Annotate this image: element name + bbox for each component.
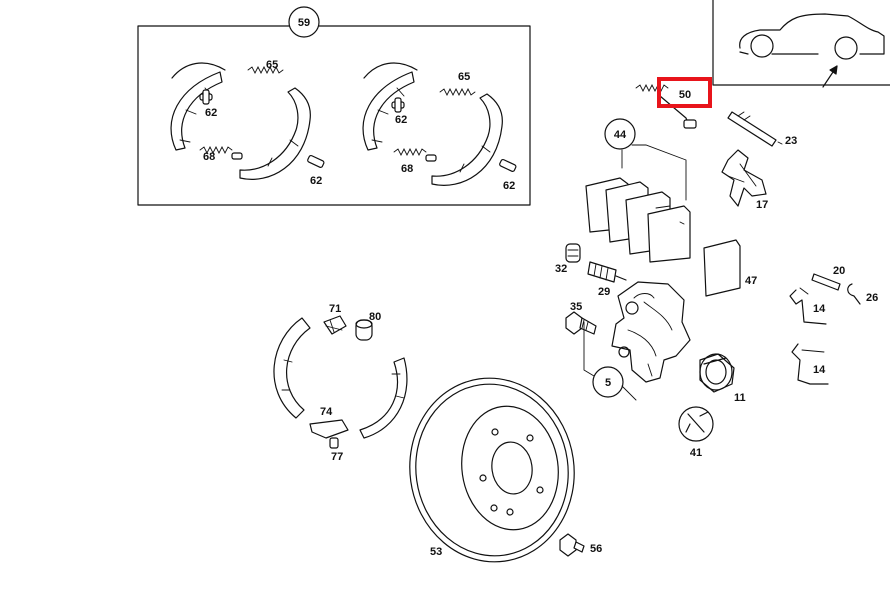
callout-71[interactable]: 71 [329,303,341,315]
callout-77[interactable]: 77 [331,451,343,463]
part-5-brake-caliper [583,281,691,401]
callout-59[interactable]: 59 [298,17,310,29]
part-26-spring-clip [847,283,861,305]
callout-62-right-lower[interactable]: 62 [503,180,515,192]
callout-17[interactable]: 17 [756,199,768,211]
callout-23[interactable]: 23 [785,135,797,147]
part-32-dust-cap [565,243,581,263]
part-14-clip-upper [789,287,827,325]
callout-41[interactable]: 41 [690,447,702,459]
part-44-brake-pad-set [585,118,691,263]
callout-14-upper[interactable]: 14 [813,303,826,315]
callout-74[interactable]: 74 [320,406,333,418]
callout-62-left-upper[interactable]: 62 [205,107,217,119]
part-53-brake-disc [409,377,575,563]
callout-68-right[interactable]: 68 [401,163,413,175]
callout-50[interactable]: 50 [679,89,691,101]
parking-brake-shoe-set-box: 59 65 62 68 62 [137,6,531,206]
callout-44[interactable]: 44 [614,129,627,141]
part-17-anti-rattle-spring [721,149,767,207]
callout-32[interactable]: 32 [555,263,567,275]
callout-35[interactable]: 35 [570,301,582,313]
callout-11[interactable]: 11 [734,392,746,404]
callout-47[interactable]: 47 [745,275,757,287]
brake-shoe-pair-left [170,62,325,180]
part-56-disc-screw [559,533,585,557]
part-41-repair-kit-symbol [678,406,714,442]
callout-62-right-upper[interactable]: 62 [395,114,407,126]
callout-68-left[interactable]: 68 [203,151,215,163]
callout-56[interactable]: 56 [590,543,602,555]
part-20-retaining-pin [811,273,841,291]
part-35-caliper-bolt [565,311,597,335]
part-11-caliper-piston [699,353,735,393]
parking-brake-shoes-assembly [273,315,408,449]
part-14-clip-lower [791,343,829,385]
callout-65-right[interactable]: 65 [458,71,470,83]
highlight-box-50 [657,77,712,108]
callout-5[interactable]: 5 [605,377,611,389]
callout-20[interactable]: 20 [833,265,845,277]
callout-26[interactable]: 26 [866,292,878,304]
brake-shoe-pair-right [362,62,517,186]
callout-80[interactable]: 80 [369,311,381,323]
part-47-shim [703,239,741,297]
callout-29[interactable]: 29 [598,286,610,298]
callout-14-lower[interactable]: 14 [813,364,826,376]
part-23-guide-pin [727,111,783,147]
callout-62-left-lower[interactable]: 62 [310,175,322,187]
callout-65-left[interactable]: 65 [266,59,278,71]
vehicle-location-inset [712,0,890,88]
part-29-bleeder-screw [587,261,627,283]
callout-53[interactable]: 53 [430,546,442,558]
